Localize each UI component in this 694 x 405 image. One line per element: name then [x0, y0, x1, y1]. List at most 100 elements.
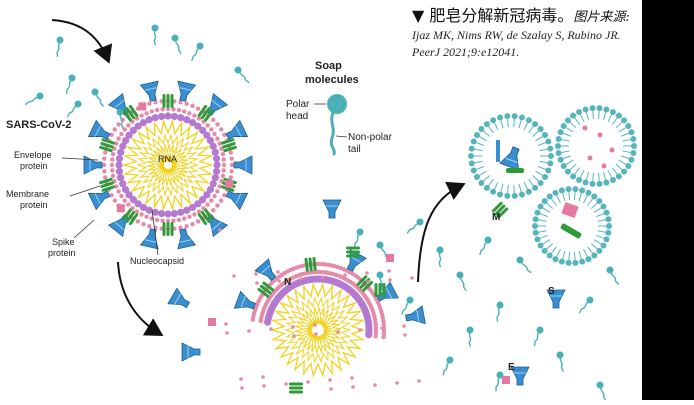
lipid-fragment [255, 281, 259, 285]
spike-protein-icon [233, 290, 256, 310]
micelle [468, 113, 554, 199]
lipid-fragment [261, 375, 265, 379]
membrane-protein-icon [220, 138, 237, 153]
lipid-fragment [247, 329, 251, 333]
nucleocapsid-label: Nucleocapsid [130, 256, 184, 266]
caption-title-row: ▼ 肥皂分解新冠病毒。图片来源: [412, 6, 642, 27]
lipid-fragment [380, 326, 384, 330]
arrow-icon [117, 261, 164, 337]
spike-protein-icon [177, 228, 197, 250]
virus-label: SARS-CoV-2 [6, 119, 71, 131]
envelope-protein-icon [386, 254, 394, 262]
soap-molecule-icon [25, 92, 44, 106]
membrane-protein-icon [346, 246, 360, 258]
membrane-protein-icon [197, 208, 214, 226]
envelope-label-2: protein [20, 161, 48, 171]
membrane-protein-icon [304, 257, 317, 272]
soap-molecule-icon [327, 94, 347, 156]
lipid-fragment [410, 276, 414, 280]
lipid-fragment [321, 275, 325, 279]
membrane-protein-icon [122, 104, 139, 122]
soap-molecule-icon [151, 24, 159, 46]
membrane-protein-icon [289, 382, 303, 394]
soap-molecule-icon [494, 371, 504, 392]
envelope-protein-icon [225, 179, 234, 188]
lipid-fragment [387, 269, 391, 273]
lipid-fragment [218, 228, 222, 232]
lipid-fragment [224, 322, 228, 326]
soap-molecule-icon [606, 266, 620, 285]
membrane-protein-icon [491, 201, 509, 219]
caption-title: ▼ 肥皂分解新冠病毒。 [412, 6, 574, 25]
caption-box: ▼ 肥皂分解新冠病毒。图片来源: Ijaz MK, Nims RW, de Sz… [404, 4, 642, 68]
envelope-protein-icon [208, 318, 216, 326]
membrane-protein-icon [162, 222, 174, 236]
spike-protein-icon [499, 146, 520, 171]
micelle [555, 105, 637, 187]
spike-protein-icon [546, 289, 566, 309]
membrane-label-2: protein [20, 200, 48, 210]
membrane-protein-icon [257, 281, 275, 298]
n-mark: N [284, 277, 291, 288]
spike-protein-icon [139, 80, 159, 102]
soap-molecule-icon [516, 256, 532, 274]
soap-molecule-icon [456, 271, 467, 292]
lipid-fragment [366, 280, 370, 284]
soap-molecule-icon [436, 246, 444, 268]
lipid-fragment [239, 377, 243, 381]
soap-molecule-icon [56, 36, 64, 58]
spike-protein-icon [83, 155, 103, 175]
soap-molecule-icon [353, 228, 364, 249]
diagram-svg: SARS-CoV-2 Envelope protein Membrane pro… [6, 19, 637, 402]
lipid-fragment [329, 387, 333, 391]
spike-protein-icon [510, 366, 530, 386]
spike-protein-icon [376, 281, 399, 302]
caption-citation-2: PeerJ 2021;9:e12041. [412, 45, 520, 59]
spike-protein-icon [87, 190, 111, 211]
lipid-fragment [306, 380, 310, 384]
lipid-fragment [313, 323, 317, 327]
lipid-fragment [269, 327, 273, 331]
soap-molecule-icon [66, 100, 82, 118]
soap-molecule-icon [578, 296, 594, 314]
lipid-fragment [254, 272, 258, 276]
soap-molecule-icon [191, 42, 204, 62]
arrow-icon [417, 181, 466, 283]
lipid-fragment [276, 270, 280, 274]
lipid-fragment [328, 378, 332, 382]
soap-molecule-icon [116, 108, 124, 129]
soap-molecule-icon [401, 296, 414, 316]
soap-molecule-icon [65, 74, 76, 95]
membrane-protein-icon [99, 177, 116, 192]
free-fragments [167, 199, 566, 394]
micelle [532, 186, 612, 266]
membrane-protein-icon [99, 138, 116, 153]
soap-molecule-icon [234, 66, 250, 84]
soap-molecule-icon [466, 326, 474, 348]
envelope-protein-icon [502, 376, 510, 384]
lipid-fragment [314, 332, 318, 336]
envelope-label-1: Envelope [14, 150, 52, 160]
spike-label-2: protein [48, 248, 76, 258]
lipid-fragment [417, 379, 421, 383]
soap-molecule-icon [533, 326, 544, 347]
spike-protein-icon [322, 199, 342, 219]
soap-molecules-scattered [25, 24, 620, 402]
arrow-icon [51, 19, 113, 64]
membrane-protein-icon [122, 208, 139, 226]
lipid-fragment [232, 274, 236, 278]
soap-title-1: Soap [315, 60, 342, 72]
caption-citation-1: Ijaz MK, Nims RW, de Szalay S, Rubino JR… [412, 28, 621, 42]
polar-head-label-1: Polar [286, 99, 310, 110]
lipid-fragment [403, 333, 407, 337]
lipid-fragment [388, 278, 392, 282]
membrane-label-1: Membrane [6, 189, 49, 199]
dissolving-virus [233, 249, 399, 378]
soap-molecule-icon [496, 301, 504, 323]
lipid-fragment [291, 325, 295, 329]
spike-protein-icon [181, 342, 201, 362]
spike-protein-icon [139, 228, 159, 250]
spike-protein-icon [225, 190, 249, 211]
lipid-fragment [299, 277, 303, 281]
lipid-fragment [351, 385, 355, 389]
